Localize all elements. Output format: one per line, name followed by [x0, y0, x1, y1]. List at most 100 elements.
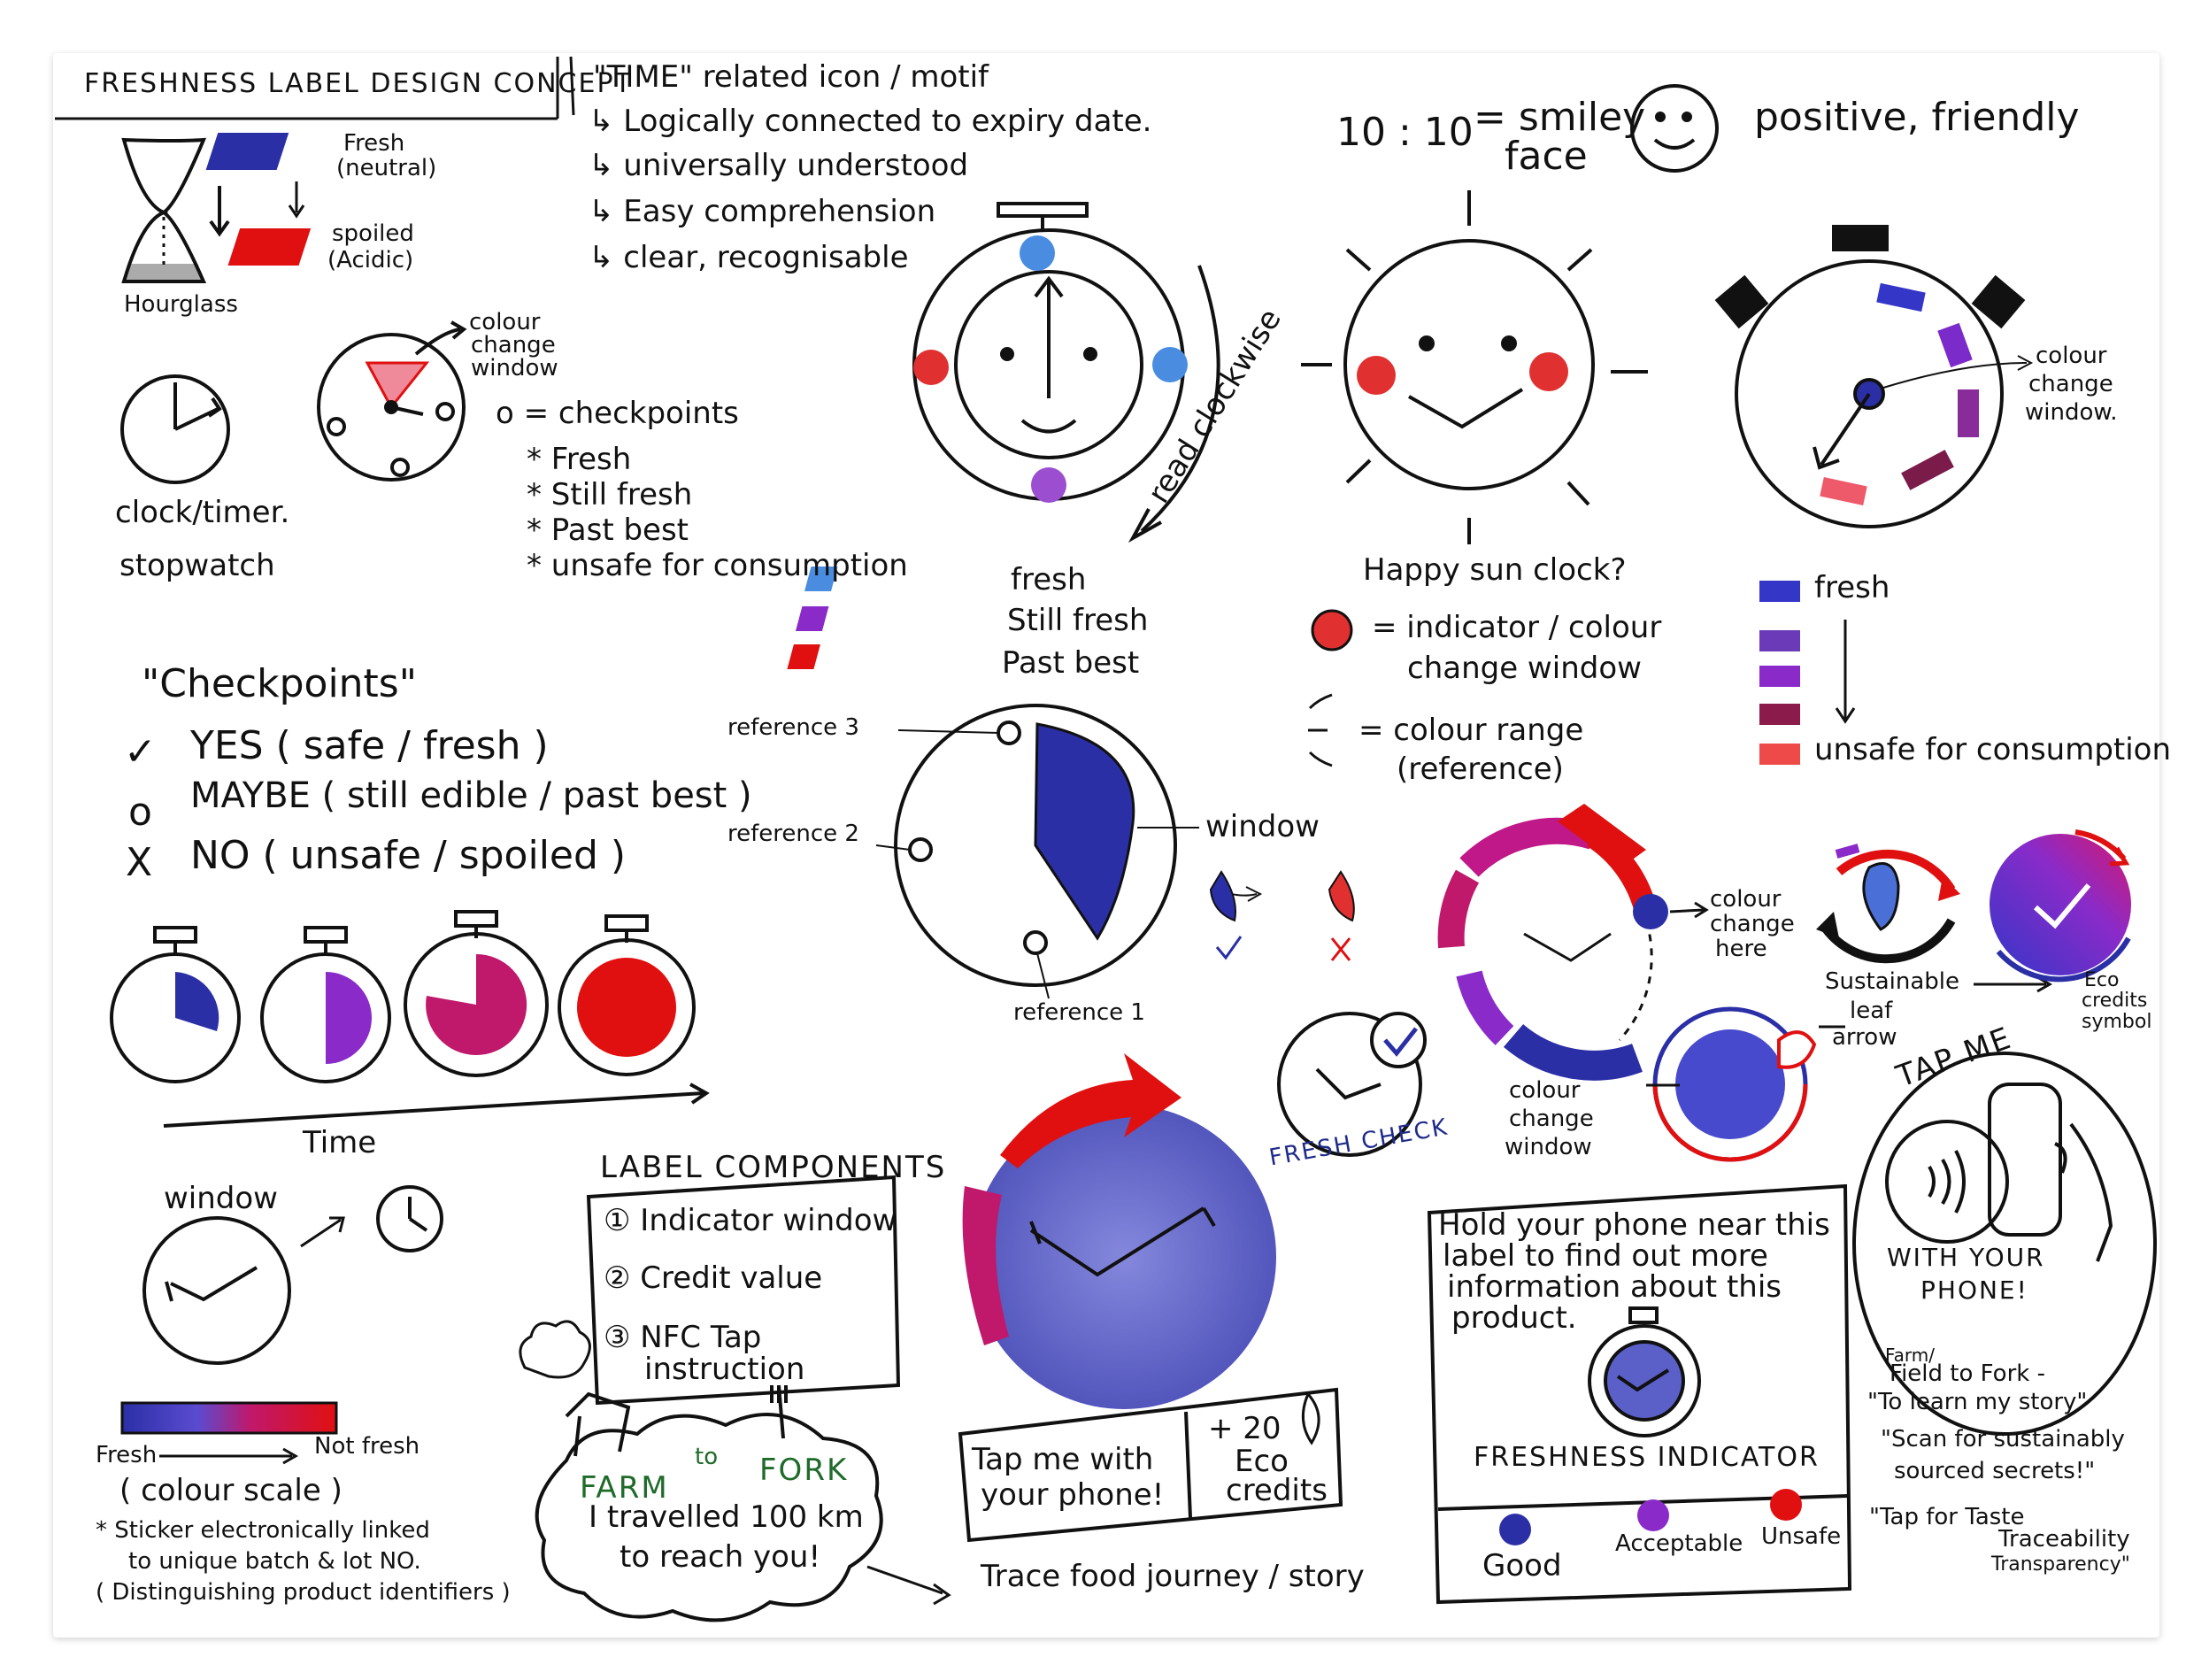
phone-icon	[1852, 1052, 2157, 1436]
arrow-ring-label: colour	[1710, 886, 1782, 913]
scale-window-label: window	[164, 1181, 278, 1216]
farm-to-label: to	[695, 1444, 719, 1470]
tap-me-bottom1: WITH YOUR	[1887, 1243, 2045, 1272]
scale-note: ( Distinguishing product identifiers )	[96, 1579, 511, 1606]
face-legend-fresh: fresh	[1011, 562, 1087, 597]
farm-label: FARM	[580, 1470, 669, 1506]
reference-3-label: reference 3	[727, 714, 859, 741]
scale-caption: ( colour scale )	[119, 1473, 343, 1508]
tap-me-quote: sourced secrets!"	[1894, 1458, 2096, 1484]
credits-value: + 20	[1208, 1411, 1282, 1446]
window-label: window	[1205, 809, 1320, 844]
leaf-icon	[1816, 844, 2053, 993]
checkpoint-window-label: colour	[469, 309, 541, 335]
eco-credits-icon	[1990, 829, 2131, 983]
tap-me-quote: "To learn my story"	[1867, 1389, 2088, 1415]
smiley-eq: = smiley	[1474, 95, 1646, 140]
stopwatch-window-label: colour	[2036, 343, 2107, 369]
eco-symbol-label: Eco	[2084, 969, 2120, 991]
smiley-face-icon	[1630, 84, 1719, 173]
fork-label: FORK	[759, 1453, 849, 1488]
time-motif-point: ↳ Easy comprehension	[589, 194, 936, 229]
hourglass-spoiled-label: spoiled	[332, 220, 414, 247]
tap-me-quote: "Tap for Taste	[1869, 1504, 2025, 1530]
freshness-indicator-label: FRESHNESS INDICATOR	[1474, 1442, 1820, 1473]
stopwatch-window-label: change	[2028, 371, 2113, 397]
checkpoint-mark-no: X	[126, 840, 153, 885]
tap-me-quote: Field to Fork -	[1890, 1360, 2045, 1387]
smiley-eq2: face	[1505, 134, 1588, 179]
component-item: instruction	[644, 1352, 805, 1387]
nfc-text: Hold your phone near this	[1438, 1207, 1830, 1243]
arrow-ring-label: here	[1715, 936, 1767, 962]
checkpoint-row-yes: YES ( safe / fresh )	[190, 723, 549, 768]
leaf-window-label: colour	[1509, 1077, 1581, 1104]
arrow-ring-label: change	[1710, 911, 1795, 937]
indicator-level-unsafe: Unsafe	[1761, 1523, 1842, 1550]
stopwatch-scale-swatches	[1759, 581, 1856, 765]
checkpoint-window-label: change	[471, 332, 556, 358]
face-clock	[912, 202, 1220, 543]
arrow-ring	[1437, 804, 1709, 1081]
checkpoint-legend-item: * Fresh	[527, 442, 632, 477]
indicator-level-acceptable: Acceptable	[1615, 1530, 1743, 1557]
components-box	[586, 1175, 901, 1406]
nfc-text: label to find out more	[1443, 1238, 1768, 1274]
checkpoint-legend-head: o = checkpoints	[496, 396, 739, 431]
farm-line2: to reach you!	[620, 1539, 821, 1575]
face-clock-legend-swatches	[787, 566, 838, 669]
checkpoint-clock	[317, 320, 467, 482]
leaf-arrow-label: arrow	[1832, 1024, 1897, 1051]
sun-legend	[1308, 609, 1353, 767]
tap-me-quote: "Scan for sustainably	[1881, 1426, 2125, 1453]
sun-indicator-line1: = indicator / colour	[1372, 610, 1662, 645]
sun-range-line2: (reference)	[1397, 751, 1564, 787]
checkpoint-row-no: NO ( unsafe / spoiled )	[190, 833, 627, 878]
tap-me-bottom2: PHONE!	[1920, 1275, 2028, 1305]
title-box	[55, 56, 575, 120]
tap-me-line2: your phone!	[981, 1477, 1165, 1513]
component-item: ① Indicator window	[604, 1203, 897, 1238]
scale-clock	[142, 1185, 443, 1365]
checkpoint-mark-yes: ✓	[124, 729, 157, 774]
leaf-window	[1646, 1006, 1845, 1162]
sun-icon	[1301, 190, 1648, 544]
leaf-window-label: change	[1509, 1106, 1594, 1132]
components-heading: LABEL COMPONENTS	[600, 1150, 947, 1185]
smiley-desc: positive, friendly	[1754, 95, 2080, 140]
component-item: ③ NFC Tap	[604, 1320, 762, 1355]
eco-symbol-label: credits	[2082, 990, 2148, 1012]
component-item: ② Credit value	[604, 1260, 823, 1296]
scale-fresh-label: Fresh	[96, 1442, 158, 1468]
hourglass-caption: Hourglass	[124, 291, 238, 318]
hourglass-spoiled-sub: (Acidic)	[327, 247, 414, 274]
tap-me-quote: Traceability	[1998, 1526, 2130, 1553]
stopwatch-scale-bottom: unsafe for consumption	[1814, 732, 2172, 767]
credits-label: credits	[1226, 1473, 1328, 1508]
tap-me-quote: Farm/	[1885, 1345, 1936, 1366]
tap-me-quote: Transparency"	[1991, 1553, 2130, 1576]
checkpoint-legend-item: * Past best	[527, 512, 689, 548]
indicator-level-good: Good	[1482, 1548, 1562, 1584]
cloud-icon	[519, 1320, 951, 1622]
clock-timer-label: clock/timer.	[115, 495, 290, 530]
checkpoint-legend-item: * Still fresh	[527, 477, 693, 512]
sun-caption: Happy sun clock?	[1363, 552, 1627, 588]
nfc-text: information about this	[1447, 1269, 1782, 1305]
credits-eco: Eco	[1235, 1444, 1289, 1479]
window-transition	[1209, 870, 1355, 961]
smiley-time: 10 : 10	[1336, 110, 1474, 155]
face-legend-still-fresh: Still fresh	[1007, 603, 1149, 638]
checkpoint-window-label: window	[471, 355, 558, 381]
scale-not-fresh-label: Not fresh	[314, 1433, 420, 1460]
time-motif-point: ↳ clear, recognisable	[589, 240, 909, 275]
nfc-text: product.	[1451, 1300, 1577, 1336]
face-legend-past-best: Past best	[1002, 645, 1140, 681]
checkpoint-mark-maybe: o	[128, 790, 152, 835]
tap-me-line1: Tap me with	[972, 1442, 1154, 1477]
reference-1-label: reference 1	[1013, 999, 1145, 1026]
scale-note: to unique batch & lot NO.	[128, 1548, 421, 1575]
checkpoint-legend-item: * unsafe for consumption	[527, 548, 908, 583]
leaf-arrow-label: leaf	[1850, 998, 1893, 1024]
time-motif-point: ↳ universally understood	[589, 148, 969, 183]
